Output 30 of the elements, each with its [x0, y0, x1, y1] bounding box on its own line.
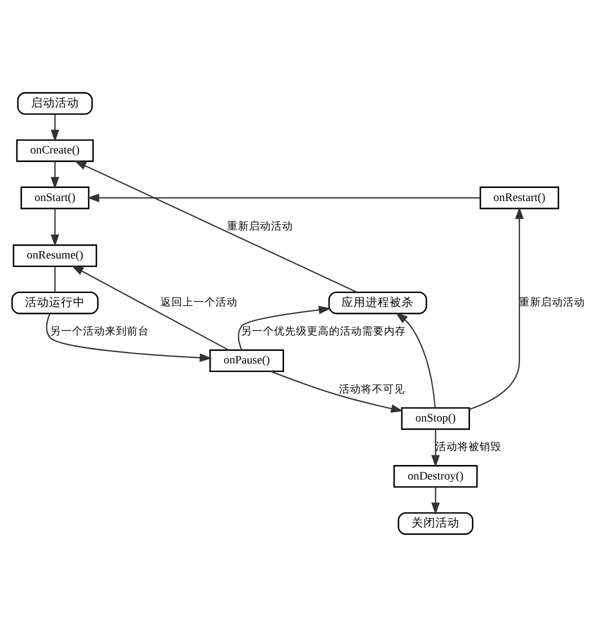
node-box: onResume(): [12, 244, 98, 268]
node-box: 活动运行中: [11, 292, 99, 314]
node-box: onDestroy(): [393, 465, 478, 488]
arrow: [46, 313, 212, 362]
arrow: [50, 208, 60, 247]
arrow: [50, 114, 60, 142]
node-box: onStop(): [401, 407, 470, 430]
arrow: [431, 429, 440, 468]
edge-label: 另一个优先级更高的活动需要内存: [240, 326, 406, 338]
arrow: [431, 487, 440, 515]
node-box: 关闭活动: [398, 512, 474, 535]
node-box: 应用进程被杀: [328, 292, 428, 314]
arrow: [74, 160, 358, 293]
edge-label: 返回上一个活动: [160, 296, 238, 309]
arrow: [469, 206, 524, 410]
arrow: [396, 312, 436, 408]
edge-label: 活动将不可见: [338, 383, 405, 396]
edge-label: 另一个活动来到前台: [50, 326, 149, 338]
arrow: [87, 194, 480, 202]
node-box: onRestart(): [480, 186, 560, 210]
arrow: [50, 162, 60, 190]
node-box: 启动活动: [17, 92, 93, 115]
arrow: [270, 370, 404, 413]
arrow: [238, 306, 331, 350]
node-box: onStart(): [20, 186, 90, 210]
node-box: onPause(): [209, 349, 284, 372]
connector: [54, 266, 56, 292]
edge-label: 重新启动活动: [227, 220, 294, 232]
arrow: [71, 265, 229, 351]
node-box: onCreate(): [16, 139, 94, 162]
